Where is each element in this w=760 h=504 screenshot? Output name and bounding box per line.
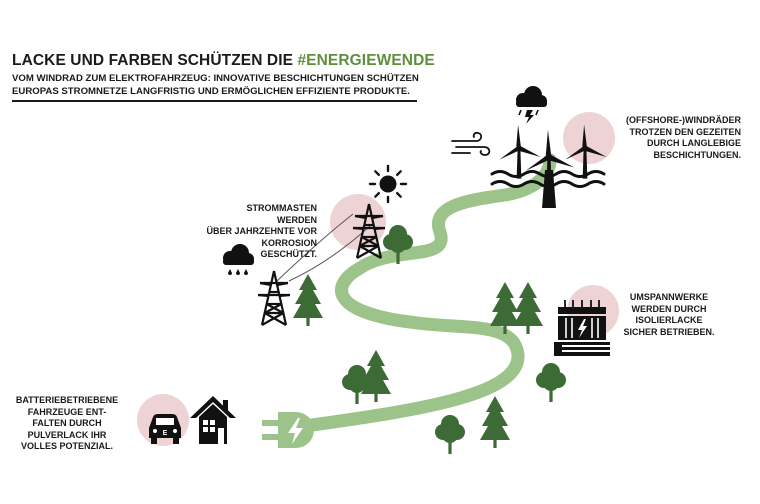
plug-icon (262, 412, 314, 448)
rain-cloud-icon (223, 244, 254, 275)
tree-icon (536, 363, 566, 402)
tree-icon (513, 282, 543, 334)
wind-icon (451, 131, 491, 156)
caption-line: ÜBER JAHRZEHNTE VOR (206, 226, 317, 236)
caption-line: FALTEN DURCH (32, 418, 102, 428)
caption-line: (OFFSHORE-)WINDRÄDER (626, 115, 741, 125)
caption-line: BATTERIEBETRIEBENE (15, 395, 119, 405)
storm-cloud-icon (516, 86, 547, 124)
tree-icon (435, 415, 465, 454)
title-hashtag: #ENERGIEWENDE (297, 52, 435, 69)
caption-line: KORROSION GESCHÜTZT. (260, 237, 317, 260)
caption-strommasten: STROMMASTEN WERDEN ÜBER JAHRZEHNTE VOR K… (205, 203, 317, 261)
substation-icon (554, 300, 610, 356)
page-subtitle: VOM WINDRAD ZUM ELEKTROFAHRZEUG: INNOVAT… (12, 73, 422, 98)
caption-line: TROTZEN DEN GEZEITEN (629, 126, 741, 137)
caption-line: PULVERLACK IHR (27, 429, 107, 440)
caption-line: FAHRZEUGE ENT- (27, 406, 107, 417)
caption-umspannwerke: UMSPANNWERKE WERDEN DURCH ISOLIERLACKE S… (618, 292, 720, 338)
title-divider (12, 100, 417, 102)
electric-car-icon: E (149, 414, 181, 444)
caption-line: ISOLIERLACKE (635, 315, 703, 325)
caption-line: VOLLES POTENZIAL. (20, 441, 113, 451)
tree-icon (293, 274, 323, 326)
subtitle-line: VOM WINDRAD ZUM ELEKTROFAHRZEUG: INNOVAT… (12, 73, 419, 84)
caption-line: DURCH LANGLEBIGE (647, 138, 741, 148)
page-title: LACKE UND FARBEN SCHÜTZEN DIE #ENERGIEWE… (12, 52, 435, 70)
caption-line: UMSPANNWERKE (629, 292, 709, 302)
tree-icon (361, 350, 391, 402)
power-pylon-icon (256, 269, 292, 327)
caption-line: STROMMASTEN WERDEN (246, 203, 318, 225)
energy-path (298, 153, 557, 433)
caption-fahrzeuge: BATTERIEBETRIEBENE FAHRZEUGE ENT- FALTEN… (8, 395, 126, 453)
caption-line: SICHER BETRIEBEN. (623, 326, 715, 337)
sun-icon (368, 164, 408, 204)
subtitle-line: EUROPAS STROMNETZE LANGFRISTIG UND ERMÖG… (12, 85, 410, 97)
highlight-circle (563, 112, 615, 164)
title-text: LACKE UND FARBEN SCHÜTZEN DIE (12, 52, 298, 69)
caption-windraeder: (OFFSHORE-)WINDRÄDER TROTZEN DEN GEZEITE… (626, 115, 741, 161)
house-icon (190, 396, 236, 444)
caption-line: BESCHICHTUNGEN. (653, 149, 741, 160)
wind-turbine-icon (499, 124, 607, 208)
caption-line: WERDEN DURCH (631, 303, 707, 314)
sea-waves (490, 170, 606, 188)
car-badge: E (163, 430, 168, 437)
tree-icon (480, 396, 510, 448)
